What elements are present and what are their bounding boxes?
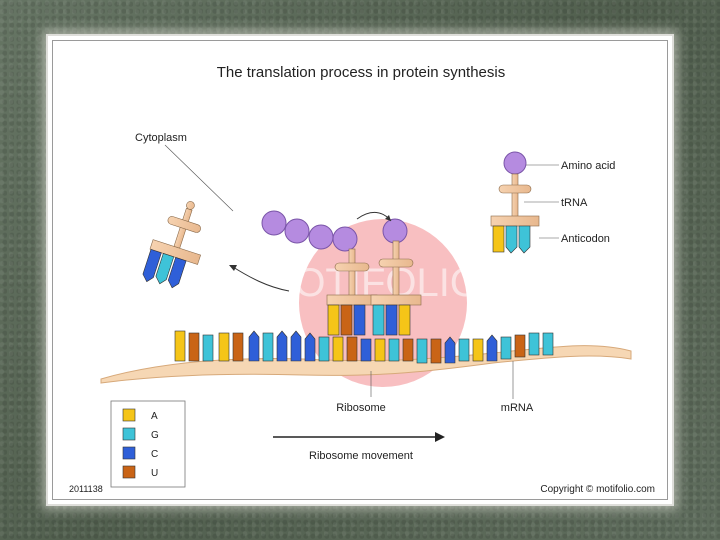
svg-text:A: A [151, 411, 158, 422]
legend-item-u: U [122, 465, 158, 479]
svg-text:C: C [151, 449, 158, 460]
trna-in-ribosome-left [326, 248, 378, 336]
trna-in-ribosome-right [370, 240, 422, 336]
incoming-arrowhead [385, 215, 391, 221]
ribosome-movement-arrowhead [435, 432, 445, 442]
copyright-text: Copyright © motifolio.com [540, 484, 655, 495]
legend-item-c: C [122, 446, 158, 460]
label-trna: tRNA [561, 197, 588, 209]
departing-arrowhead [229, 265, 237, 271]
label-cytoplasm: Cytoplasm [135, 132, 187, 144]
mrna-strand [100, 345, 632, 384]
mrna-bases [174, 330, 554, 364]
label-ribosome-movement: Ribosome movement [309, 450, 413, 462]
figure-id: 2011138 [69, 484, 103, 494]
legend-box [110, 400, 186, 488]
polypeptide-chain [261, 210, 408, 252]
legend-item-g: G [122, 427, 159, 441]
svg-text:G: G [151, 430, 159, 441]
label-amino-acid: Amino acid [561, 160, 615, 172]
svg-text:U: U [151, 468, 158, 479]
label-anticodon: Anticodon [561, 233, 610, 245]
labeled-trna [490, 151, 540, 254]
diagram-panel: The translation process in protein synth… [52, 40, 668, 500]
departing-trna [142, 201, 202, 289]
departing-arrow [232, 266, 290, 292]
translation-diagram: The translation process in protein synth… [69, 64, 655, 495]
label-mrna: mRNA [501, 402, 534, 414]
label-leaders [164, 144, 559, 399]
diagram-title: The translation process in protein synth… [217, 64, 505, 81]
legend-item-a: A [122, 408, 158, 422]
label-ribosome: Ribosome [336, 402, 386, 414]
slide: The translation process in protein synth… [48, 36, 672, 504]
